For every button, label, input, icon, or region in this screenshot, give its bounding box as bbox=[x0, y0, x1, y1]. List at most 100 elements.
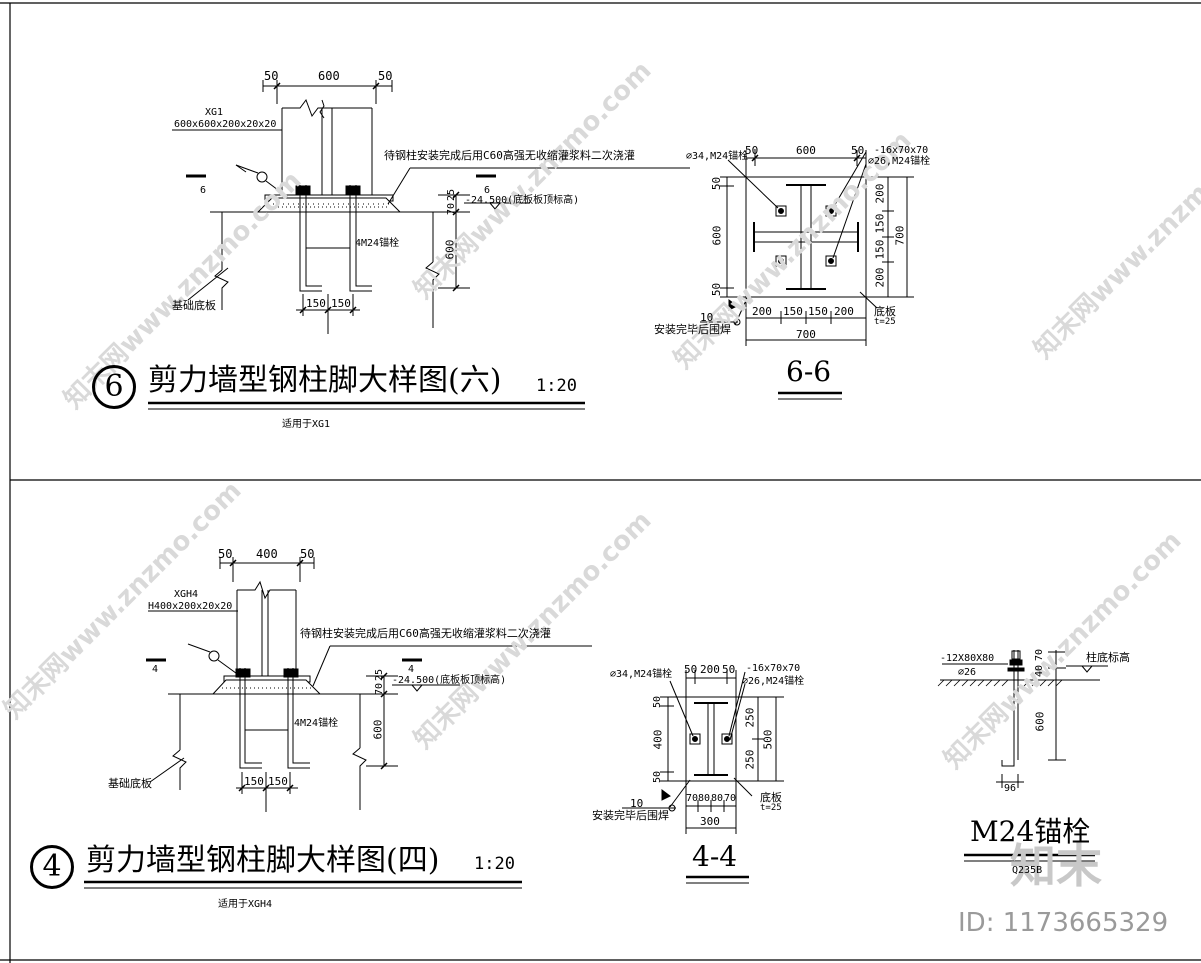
dim-label: 50 bbox=[652, 695, 664, 709]
section-mark: 6 bbox=[484, 185, 491, 196]
dim-label: 600 bbox=[710, 225, 724, 246]
dim-label: 300 bbox=[700, 815, 720, 828]
dim-label: 150 bbox=[306, 297, 326, 310]
dim-label: 700 bbox=[893, 225, 907, 246]
column-name: XG1 bbox=[205, 107, 224, 118]
dim-label: 96 bbox=[1004, 783, 1017, 794]
section-title: 6-6 bbox=[786, 355, 832, 388]
detail-4-elevation bbox=[146, 557, 592, 812]
anchor-bolt-detail bbox=[937, 650, 1108, 788]
washer-label: -16x70x70 bbox=[874, 145, 929, 156]
dim-label: 150 bbox=[808, 305, 828, 318]
dim-label: 200 bbox=[873, 267, 887, 288]
dim-label: 200 bbox=[700, 663, 720, 676]
dim-label: 50 bbox=[710, 176, 724, 191]
dim-label: 50 bbox=[684, 663, 698, 676]
detail-scale: 1:20 bbox=[536, 376, 577, 396]
dim-label: 150 bbox=[244, 775, 264, 788]
plate-thickness: t=25 bbox=[874, 317, 896, 327]
section-mark: 4 bbox=[152, 664, 159, 675]
dim-label: 25 bbox=[374, 668, 386, 682]
dim-label: 70 bbox=[374, 682, 386, 696]
dim-label: 700 bbox=[796, 328, 816, 341]
dim-label: 600 bbox=[443, 239, 457, 260]
detail-number: 4 bbox=[30, 845, 74, 889]
anchor-bolt-label: 4M24锚栓 bbox=[294, 718, 339, 729]
dim-label: 50 bbox=[851, 144, 865, 157]
weld-note: 安装完毕后围焊 bbox=[592, 809, 669, 822]
dim-label: 200 bbox=[752, 305, 772, 318]
dim-label: 80 bbox=[698, 793, 711, 804]
dim-label: 600 bbox=[796, 144, 816, 157]
grout-note: 待钢柱安装完成后用C60高强无收缩灌浆料二次浇灌 bbox=[300, 627, 551, 640]
dim-label: 150 bbox=[783, 305, 803, 318]
base-label: 基础底板 bbox=[172, 299, 216, 312]
dim-label: 150 bbox=[331, 297, 351, 310]
dim-label: 250 bbox=[743, 707, 757, 728]
detail-6-elevation bbox=[172, 80, 690, 334]
dim-label: 600 bbox=[318, 69, 340, 83]
detail-scale: 1:20 bbox=[474, 854, 515, 874]
column-size: H400x200x20x20 bbox=[148, 601, 233, 612]
dim-label: 40 bbox=[1034, 664, 1046, 678]
watermark-logo: 知末 bbox=[1010, 839, 1102, 893]
washer-label: -16x70x70 bbox=[746, 663, 801, 674]
weld-size: 10 bbox=[700, 311, 714, 324]
detail-title: 剪力墙型钢柱脚大样图(六) bbox=[148, 363, 502, 398]
hole-label: ⌀26 bbox=[958, 667, 977, 678]
dim-label: 250 bbox=[743, 749, 757, 770]
column-size: 600x600x200x20x20 bbox=[174, 119, 277, 130]
dim-label: 400 bbox=[651, 729, 665, 750]
dim-label: 200 bbox=[873, 183, 887, 204]
applies-note: 适用于XG1 bbox=[282, 419, 331, 430]
detail-number: 6 bbox=[92, 365, 136, 409]
column-base-label: 柱底标高 bbox=[1086, 651, 1130, 664]
dim-label: 150 bbox=[873, 239, 887, 260]
section-title: 4-4 bbox=[692, 840, 738, 873]
dim-label: 50 bbox=[264, 69, 279, 83]
dim-label: 150 bbox=[873, 213, 887, 234]
section-mark: 6 bbox=[200, 185, 207, 196]
hole-label: ⌀34,M24锚栓 bbox=[610, 669, 673, 680]
dim-label: 50 bbox=[218, 547, 233, 561]
dim-label: 80 bbox=[711, 793, 724, 804]
dim-label: 50 bbox=[722, 663, 736, 676]
dim-label: 600 bbox=[1033, 711, 1047, 732]
dim-label: 50 bbox=[300, 547, 315, 561]
elevation-label: -24.500(底板板顶标高) bbox=[392, 675, 507, 686]
dim-label: 70 bbox=[724, 793, 737, 804]
section-6-6-plan bbox=[700, 150, 914, 346]
hole-label: ⌀26,M24锚栓 bbox=[742, 676, 805, 687]
weld-size: 10 bbox=[630, 797, 644, 810]
grout-note: 待钢柱安装完成后用C60高强无收缩灌浆料二次浇灌 bbox=[384, 149, 635, 162]
washer-label: -12X80X80 bbox=[940, 653, 995, 664]
anchor-title: M24锚栓 bbox=[970, 815, 1091, 848]
plate-thickness: t=25 bbox=[760, 803, 782, 813]
section-mark: 4 bbox=[408, 664, 415, 675]
dim-label: 70 bbox=[686, 793, 699, 804]
dim-label: 50 bbox=[710, 282, 724, 297]
weld-note: 安装完毕后围焊 bbox=[654, 323, 731, 336]
dim-label: 200 bbox=[834, 305, 854, 318]
dim-label: 400 bbox=[256, 547, 278, 561]
section-4-4-plan bbox=[622, 670, 784, 834]
dim-label: 600 bbox=[371, 719, 385, 740]
base-label: 基础底板 bbox=[108, 777, 152, 790]
anchor-material: Q235B bbox=[1012, 865, 1043, 876]
applies-note: 适用于XGH4 bbox=[218, 899, 273, 910]
hole-label: ⌀26,M24锚栓 bbox=[868, 156, 931, 167]
dim-label: 70 bbox=[446, 202, 458, 216]
plate-label: 底板 bbox=[760, 791, 782, 804]
hole-label: ⌀34,M24锚栓 bbox=[686, 151, 749, 162]
dim-label: 25 bbox=[446, 188, 458, 202]
detail-title: 剪力墙型钢柱脚大样图(四) bbox=[86, 843, 440, 878]
dim-label: 50 bbox=[745, 144, 759, 157]
elevation-label: -24.500(底板板顶标高) bbox=[465, 195, 580, 206]
dim-label: 70 bbox=[1034, 648, 1046, 662]
dim-label: 50 bbox=[652, 770, 664, 784]
dim-label: 500 bbox=[761, 729, 775, 750]
dim-label: 50 bbox=[378, 69, 393, 83]
